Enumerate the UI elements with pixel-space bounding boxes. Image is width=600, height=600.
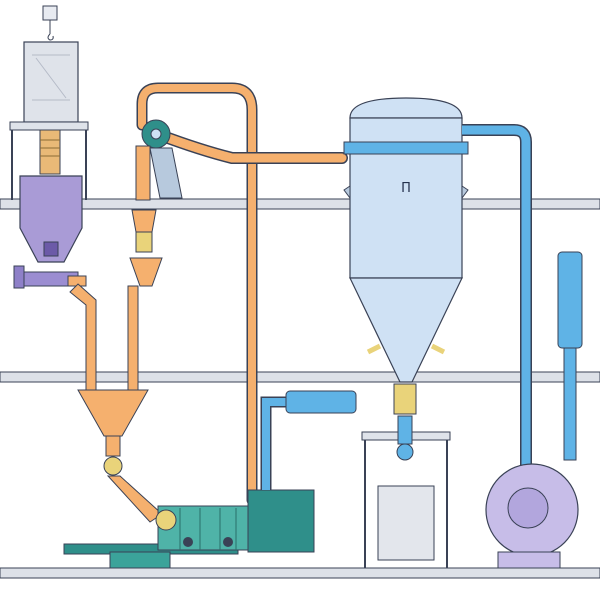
mill-inlet-flange <box>155 509 177 531</box>
fan-base <box>497 551 561 569</box>
cyclone-flange <box>343 141 469 155</box>
cyclone-nozzles <box>366 343 446 355</box>
bin-body <box>23 41 79 123</box>
y-neck <box>105 435 121 457</box>
fan-stack-muffler <box>557 251 583 349</box>
bin-neck <box>39 129 61 175</box>
feeder-motor <box>13 265 25 289</box>
bag-fill-spout <box>397 415 413 445</box>
bin-frame-top <box>9 121 89 131</box>
silencer-pipe <box>262 398 290 490</box>
bag-filling-icon <box>361 415 451 568</box>
y-chute-icon <box>69 283 163 523</box>
orange-pipe-body <box>138 84 256 504</box>
feeder-hopper-body <box>19 175 83 263</box>
centrifugal-fan-icon <box>485 251 583 569</box>
hoist-hook <box>47 33 54 41</box>
mill-clamp-1 <box>183 537 193 547</box>
cyclone-cone <box>349 277 463 383</box>
cyclone-brackets <box>343 185 469 200</box>
silencer-icon <box>260 390 357 490</box>
stack-cone-2 <box>129 257 163 287</box>
stack-ring-1 <box>135 231 153 253</box>
silencer-body <box>285 390 357 414</box>
cyclone-icon: П <box>343 97 469 415</box>
bin-neck-bellows <box>40 139 60 157</box>
stack-upper <box>135 145 151 201</box>
blower-stand <box>149 147 183 199</box>
bag-spout-bulb <box>396 443 414 461</box>
mill-ribs <box>179 508 237 550</box>
floor-middle <box>0 371 600 383</box>
fan-inlet <box>507 487 549 529</box>
mill-motor <box>247 489 315 553</box>
feeder-window <box>43 241 59 257</box>
y-right-leg <box>127 285 139 391</box>
blue-pipe-outline <box>462 124 532 476</box>
floor-top <box>0 198 600 210</box>
storage-bin-icon <box>9 5 89 289</box>
blue-pipe-body <box>462 125 531 476</box>
y-collector <box>77 389 149 437</box>
stack-cone-1 <box>131 209 157 233</box>
floor-bottom <box>0 567 600 579</box>
y-valve <box>103 456 123 476</box>
bag-body <box>377 485 435 561</box>
cyclone-dome <box>349 97 463 119</box>
equipment-tag: П <box>401 181 411 196</box>
y-to-mill <box>106 475 163 523</box>
hoist-block <box>42 5 58 21</box>
blower-icon <box>129 119 183 287</box>
fan-stack <box>563 347 577 461</box>
mill-base-plinth <box>109 551 171 569</box>
cyclone-outlet-valve <box>393 383 417 415</box>
mill-icon <box>63 489 315 569</box>
bin-cross <box>32 54 70 101</box>
mill-clamp-2 <box>223 537 233 547</box>
blower-hub <box>150 128 162 140</box>
blue-exhaust-pipe <box>462 124 532 476</box>
floor-slabs <box>0 198 600 579</box>
screw-feeder-icon <box>13 175 87 289</box>
